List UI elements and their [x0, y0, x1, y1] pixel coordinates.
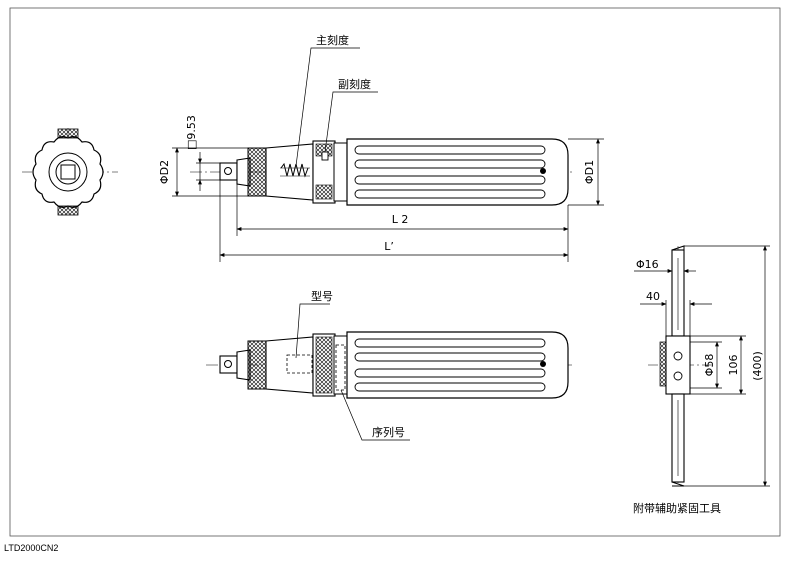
phi58-label: Φ58 — [703, 354, 716, 377]
model-code: LTD2000CN2 — [4, 543, 59, 553]
top-dim-texts: □9.53 ΦD2 ΦD1 L 2 L’ 主刻度 副刻度 — [158, 33, 596, 253]
drawing-frame — [9, 7, 781, 537]
h400-label: (400) — [751, 351, 764, 381]
tool-head — [665, 335, 691, 395]
serial-plate — [335, 344, 346, 391]
knurled-collar — [247, 147, 267, 197]
model-no-label: 型号 — [311, 289, 333, 303]
handle-grooves-2 — [354, 338, 546, 392]
side-view-top — [190, 138, 572, 206]
aux-tool-label: 附带辅助紧固工具 — [633, 501, 721, 515]
knurl-top-end — [57, 128, 79, 139]
aux-tool — [648, 245, 712, 487]
w40-label: 40 — [646, 290, 660, 303]
aux-dimensions — [634, 245, 770, 487]
handle-2 — [346, 331, 569, 399]
h106-label: 106 — [727, 355, 740, 376]
serial-no-label: 序列号 — [372, 425, 405, 439]
main-scale-marks — [280, 162, 309, 178]
barrel-2 — [265, 336, 314, 394]
handle — [346, 138, 569, 206]
l-prime-label: L’ — [384, 240, 394, 253]
model-plate — [286, 354, 313, 374]
d2-label: ΦD2 — [158, 160, 171, 184]
handle-pin-2 — [540, 361, 546, 367]
side-view-bottom — [206, 303, 572, 441]
d1-label: ΦD1 — [583, 160, 596, 184]
l2-label: L 2 — [392, 213, 409, 226]
end-view — [22, 128, 118, 216]
square-drive-2 — [219, 355, 238, 374]
barrel — [265, 143, 314, 201]
square-drive-label: □9.53 — [185, 115, 198, 150]
sub-scale-label: 副刻度 — [338, 77, 371, 91]
top-dimensions — [172, 47, 604, 262]
end-ring-inner — [55, 159, 81, 185]
handle-grooves — [354, 145, 546, 199]
handle-pin — [540, 168, 546, 174]
main-scale-label: 主刻度 — [316, 33, 349, 47]
end-ring-outer — [48, 152, 88, 192]
square-drive-end — [60, 164, 76, 180]
aux-dim-texts: Φ16 40 Φ58 106 (400) 附带辅助紧固工具 — [633, 258, 764, 515]
phi16-label: Φ16 — [636, 258, 659, 271]
knurled-collar-2 — [247, 340, 267, 390]
knurl-bottom-end — [57, 205, 79, 216]
square-drive — [219, 162, 238, 181]
